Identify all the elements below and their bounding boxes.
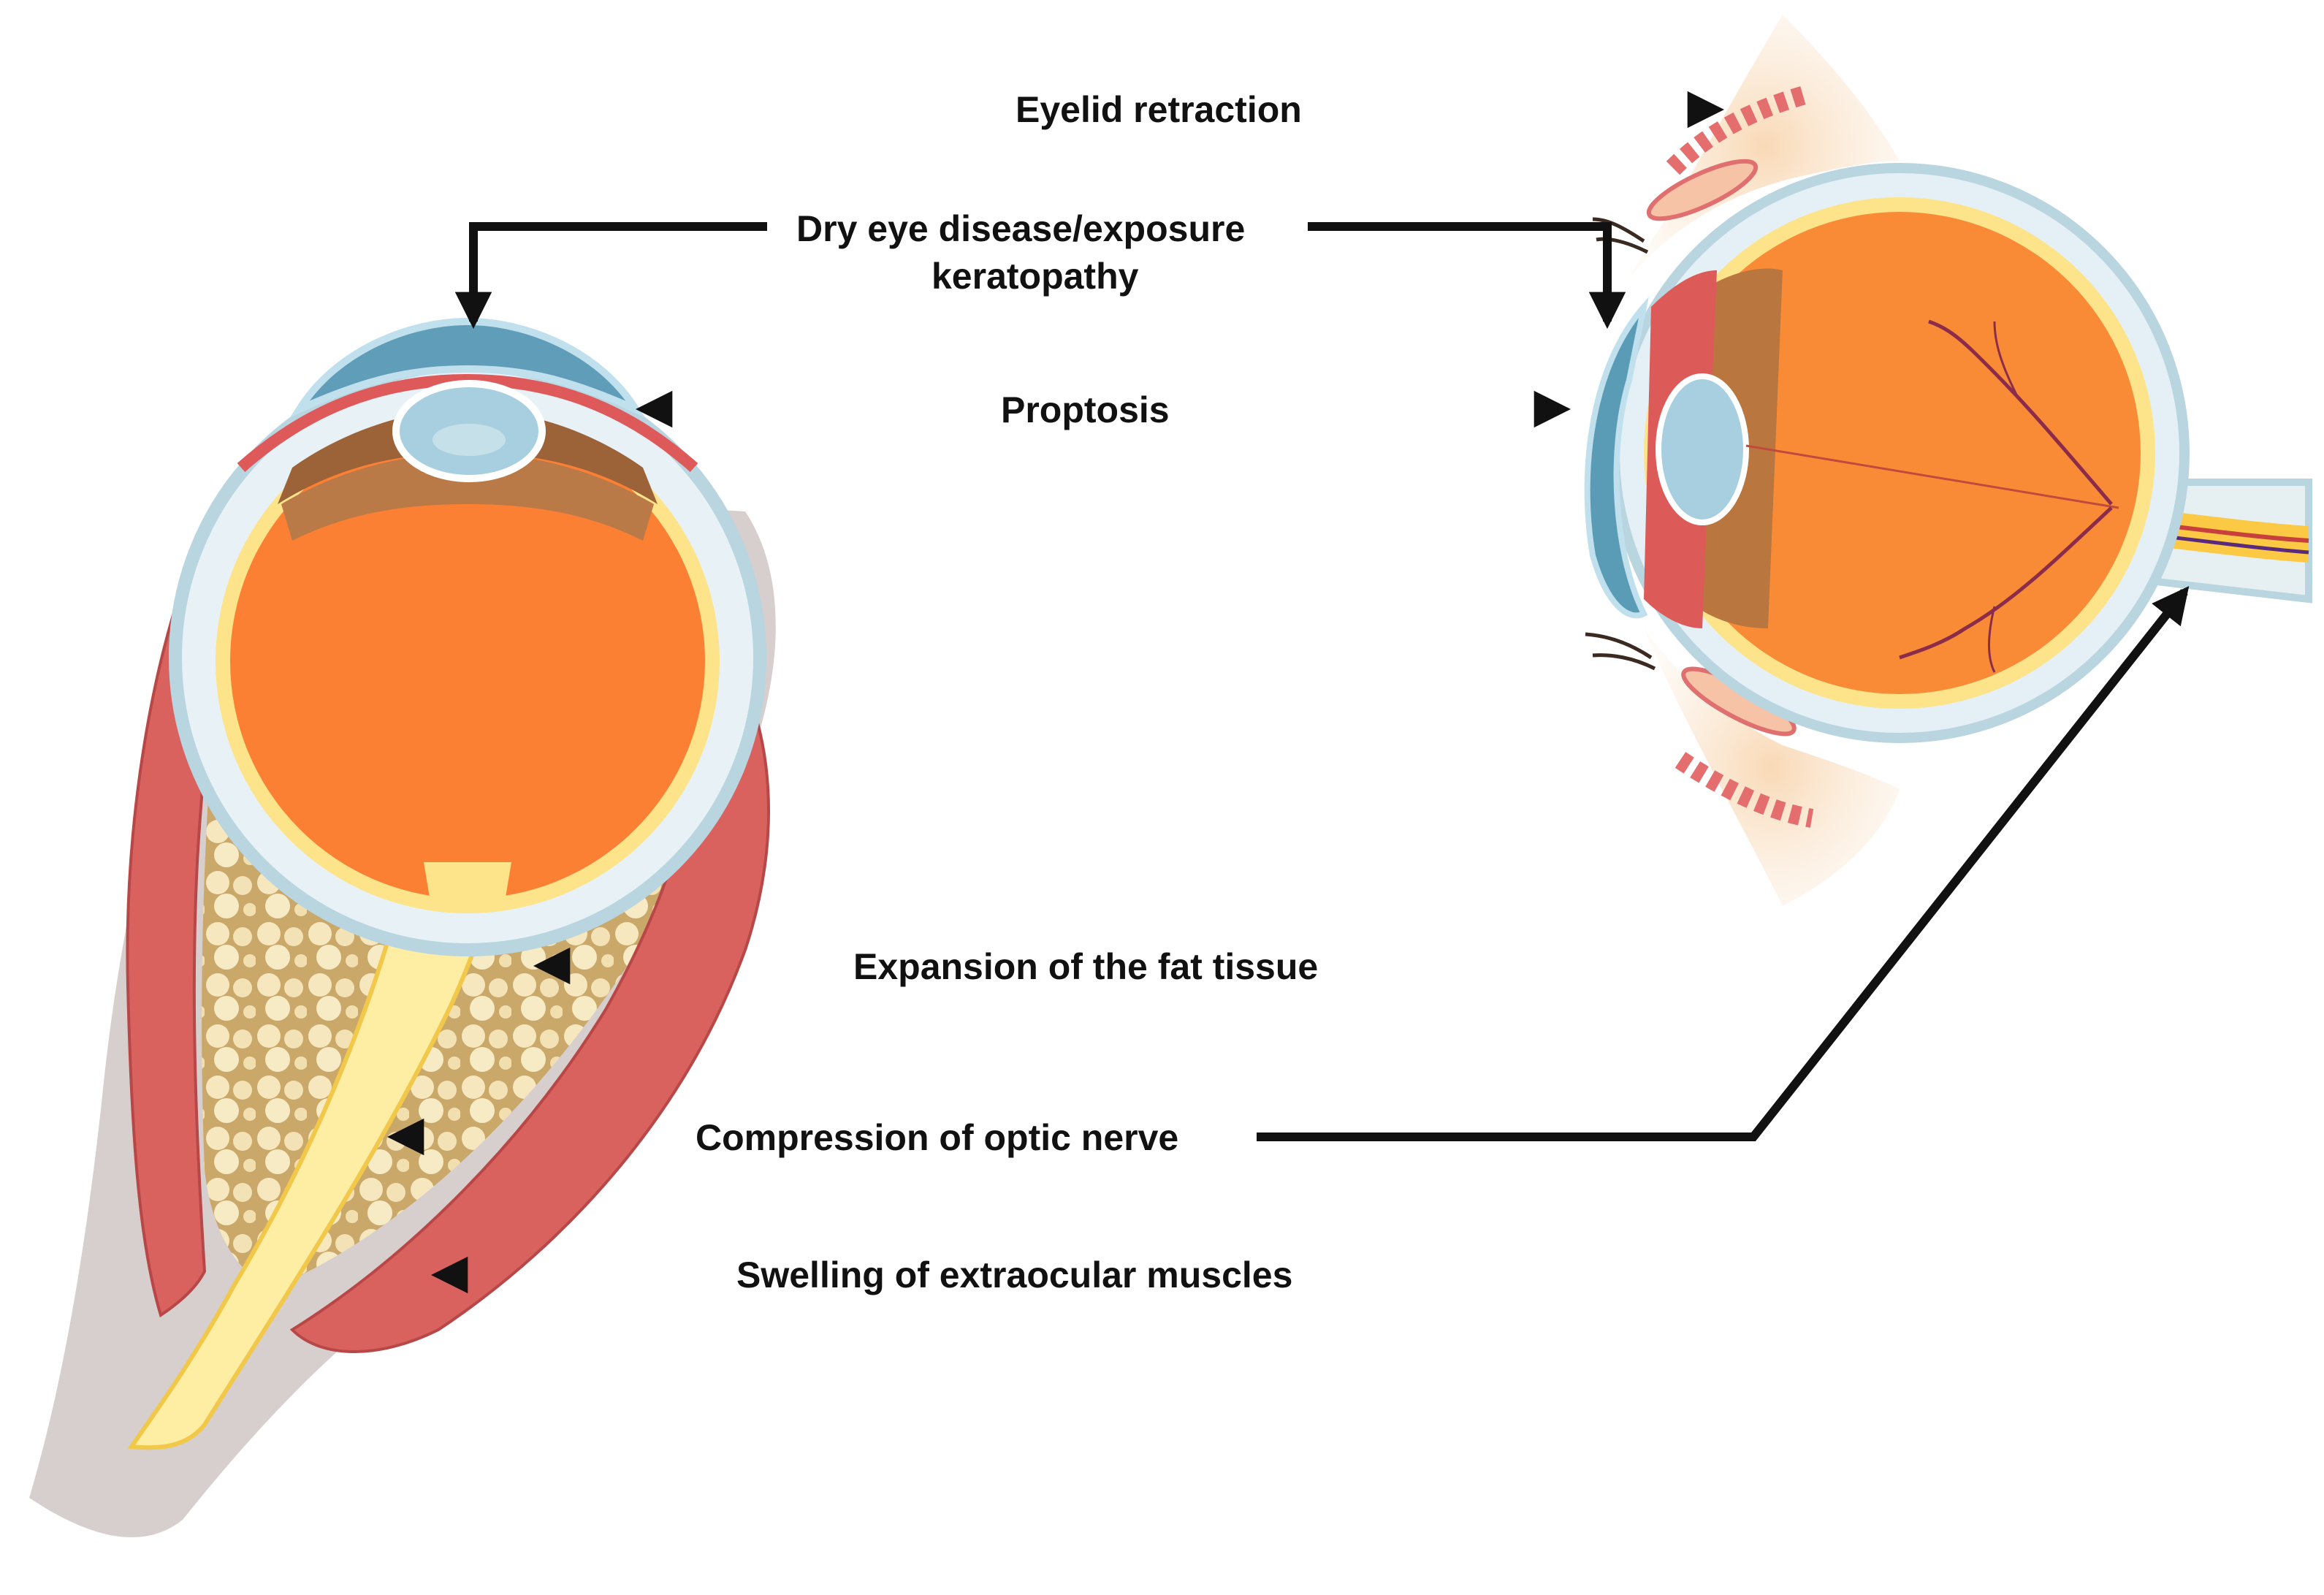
label-muscle-swelling: Swelling of extraocular muscles	[736, 1255, 1292, 1295]
label-eyelid-retraction: Eyelid retraction	[1016, 89, 1302, 130]
arrow-optic-compression-right	[1257, 586, 2190, 1141]
arrow-dry-eye-left	[454, 222, 767, 330]
extraocular-muscle-left	[126, 583, 236, 1318]
label-optic-compression: Compression of optic nerve	[696, 1117, 1178, 1158]
cornea-right	[1584, 297, 1649, 619]
right-eye-illustration	[1584, 15, 2312, 906]
label-proptosis: Proptosis	[1001, 389, 1170, 430]
left-eye-orbit-illustration	[29, 317, 776, 1537]
lens-right	[1656, 373, 1749, 525]
cornea-left	[290, 317, 645, 418]
optic-nerve-left	[127, 860, 508, 1450]
annotation-arrows	[386, 91, 2190, 1294]
ciliary-body-left	[278, 409, 658, 504]
arrow-dry-eye-right	[1308, 222, 1626, 330]
label-fat-expansion: Expansion of the fat tissue	[853, 946, 1318, 987]
label-dry-eye-line1: Dry eye disease/exposure	[796, 208, 1245, 249]
vitreous-left	[230, 424, 705, 899]
annotation-labels: Eyelid retraction Dry eye disease/exposu…	[696, 89, 1318, 1295]
label-dry-eye-line2: keratopathy	[931, 256, 1139, 297]
